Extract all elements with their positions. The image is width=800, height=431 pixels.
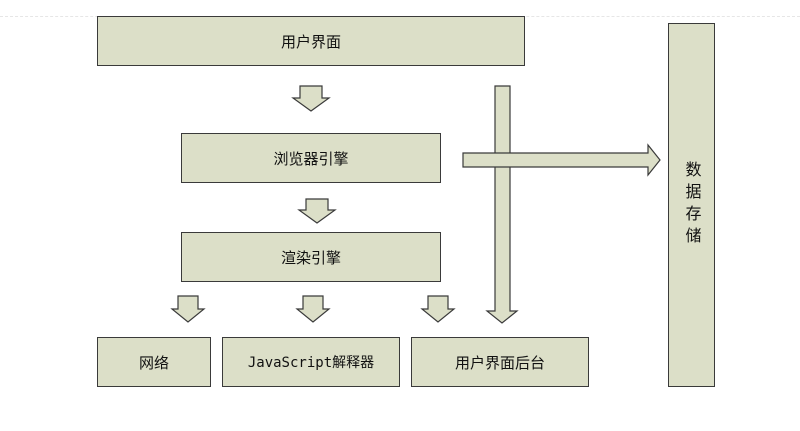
render-engine-box: 渲染引擎 <box>181 232 441 282</box>
network-label: 网络 <box>138 353 169 372</box>
ui-backend-box: 用户界面后台 <box>411 337 589 387</box>
render-engine-label: 渲染引擎 <box>280 248 341 267</box>
network-box: 网络 <box>97 337 211 387</box>
data-storage-label: 数据存储 <box>682 161 702 249</box>
browser-engine-label: 浏览器引擎 <box>273 149 349 168</box>
arrow-ui-to-browser-engine <box>291 85 331 112</box>
arrow-render-to-ui-backend <box>420 295 456 323</box>
ui-box: 用户界面 <box>97 16 525 66</box>
data-storage-box: 数据存储 <box>668 23 715 387</box>
arrow-render-to-network <box>170 295 206 323</box>
browser-engine-box: 浏览器引擎 <box>181 133 441 183</box>
arrow-browser-to-render-engine <box>297 198 337 224</box>
arrow-to-data-storage <box>462 143 661 177</box>
ui-label: 用户界面 <box>280 32 341 51</box>
arrow-ui-to-ui-backend <box>485 85 519 324</box>
ui-backend-label: 用户界面后台 <box>454 353 545 372</box>
js-interpreter-box: JavaScript解释器 <box>222 337 400 387</box>
js-interpreter-label: JavaScript解释器 <box>247 355 375 371</box>
arrow-render-to-js-interpreter <box>295 295 331 323</box>
